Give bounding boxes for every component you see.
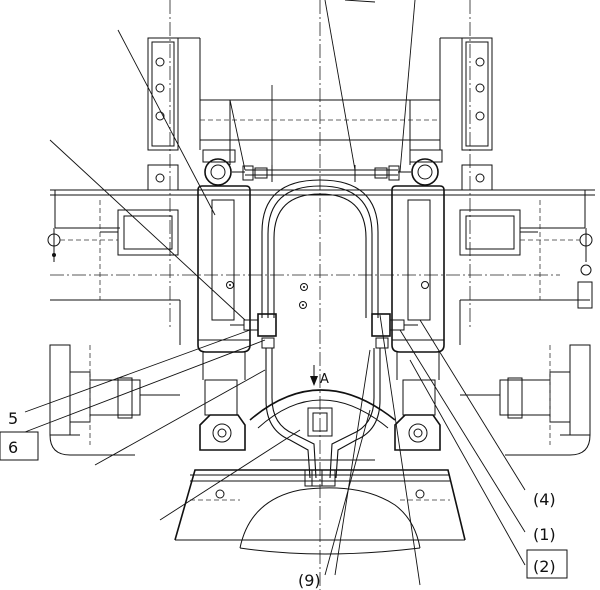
- lower-right-assembly: [460, 344, 591, 456]
- left-outrigger: [47, 209, 179, 262]
- callout-6: 6: [8, 438, 18, 457]
- left-manifold: [230, 313, 277, 349]
- center-marks: [226, 281, 429, 309]
- callout-1: (1): [533, 525, 556, 544]
- u-hose-loop: [261, 179, 379, 318]
- upper-right-bracket: [439, 37, 493, 191]
- view-label-a: A: [320, 372, 329, 387]
- leader-lines: [24, 0, 526, 586]
- callout-2: (2): [533, 557, 556, 576]
- side-frames: [50, 200, 590, 345]
- top-hydraulic-line: [242, 165, 400, 182]
- upper-left-bracket: [147, 37, 201, 191]
- left-cylinder: [197, 185, 251, 380]
- cross-beam: [50, 189, 595, 229]
- left-top-joint: [202, 149, 245, 186]
- callout-5: 5: [8, 409, 18, 428]
- lower-tie-rod: [190, 469, 450, 499]
- right-cylinder: [391, 185, 445, 380]
- callout-9: (9): [298, 571, 321, 590]
- view-arrow-a: [310, 365, 318, 386]
- left-lower-clevis: [199, 379, 246, 451]
- right-outrigger: [459, 209, 593, 309]
- lower-left-assembly: [49, 344, 180, 456]
- callout-4: (4): [533, 490, 556, 509]
- callout-labels: 5 6 (4) (1) (2) (9) A: [8, 372, 556, 590]
- right-lower-clevis: [394, 379, 441, 451]
- right-top-joint: [398, 149, 443, 186]
- bottom-frame: [174, 469, 466, 555]
- callout-boxes: [0, 431, 568, 579]
- right-manifold: [371, 313, 418, 349]
